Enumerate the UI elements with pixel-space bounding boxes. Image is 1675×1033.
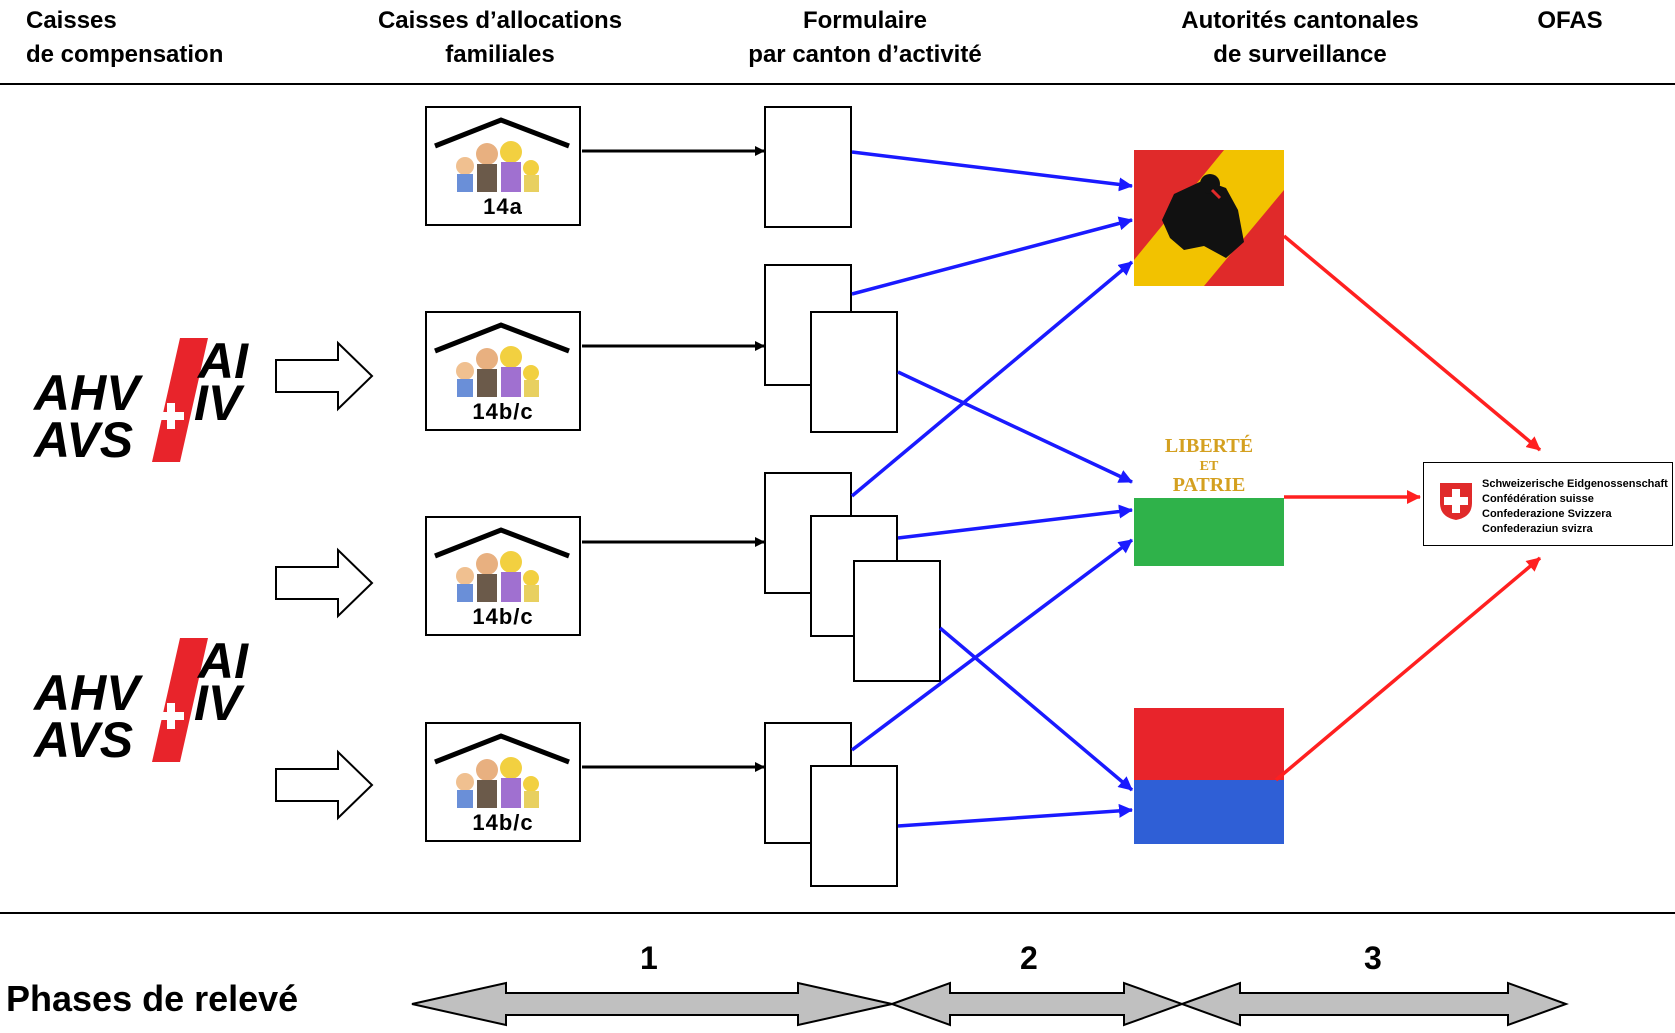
vaud-motto-line2: ET — [1200, 459, 1219, 474]
phase-arrow-1 — [411, 981, 893, 1027]
blue-arrow — [897, 504, 1133, 540]
header-col3-line2: par canton d’activité — [748, 41, 982, 68]
bern-flag — [1134, 150, 1284, 286]
header-caisses-allocations: Caisses d’allocations familiales — [350, 4, 650, 72]
ofas-line2: Confédération suisse — [1482, 493, 1594, 505]
ofas-line4: Confederaziun svizra — [1482, 523, 1593, 535]
form-document — [810, 765, 898, 887]
phases-title: Phases de relevé — [6, 978, 299, 1019]
header-col2-line1: Caisses d’allocations — [377, 7, 623, 34]
family-box-4: 14b/c — [425, 722, 581, 842]
family-box-label: 14a — [483, 194, 523, 219]
header-caisses-compensation: Caisses de compensation — [26, 4, 256, 72]
ofas-line1: Schweizerische Eidgenossenschaft — [1482, 478, 1668, 490]
header-col1-line1: Caisses — [26, 7, 117, 34]
header-formulaire: Formulaire par canton d’activité — [720, 4, 1010, 72]
family-house-icon — [434, 322, 570, 397]
vaud-motto-line1: LIBERTÉ — [1165, 434, 1253, 457]
blue-arrow — [851, 216, 1133, 296]
iv-text: IV — [194, 375, 245, 431]
avs-text: AVS — [32, 712, 133, 768]
vaud-motto-line3: PATRIE — [1173, 474, 1246, 496]
family-box-3: 14b/c — [425, 516, 581, 636]
iv-text: IV — [194, 675, 245, 731]
header-col5-line1: OFAS — [1537, 7, 1603, 34]
phase-number-3: 3 — [1364, 940, 1382, 976]
blue-arrow — [897, 370, 1133, 484]
blue-arrow — [897, 803, 1133, 828]
form-document — [853, 560, 941, 682]
phase-number-2: 2 — [1020, 940, 1038, 976]
ofas-confederation-logo: Schweizerische Eidgenossenschaft Confédé… — [1423, 462, 1673, 546]
header-col1-line2: de compensation — [26, 41, 224, 68]
header-col4-line2: de surveillance — [1213, 41, 1387, 68]
hollow-arrow — [275, 340, 374, 412]
family-house-icon — [434, 527, 570, 602]
hollow-arrow — [275, 547, 374, 619]
family-box-1: 14a — [425, 106, 581, 226]
hollow-arrow — [275, 749, 374, 821]
family-box-2: 14b/c — [425, 311, 581, 431]
form-document — [810, 311, 898, 433]
avs-text: AVS — [32, 412, 133, 468]
header-ofas: OFAS — [1520, 4, 1620, 38]
ahv-text: AHV — [32, 665, 143, 721]
family-house-icon — [434, 117, 570, 192]
family-box-label: 14b/c — [472, 399, 534, 424]
ahv-avs-logo-2: AHV AVS AI IV — [32, 633, 249, 768]
bottom-divider — [0, 912, 1675, 914]
header-col2-line2: familiales — [445, 41, 555, 68]
family-house-icon — [434, 733, 570, 808]
header-autorites: Autorités cantonales de surveillance — [1160, 4, 1440, 72]
red-arrow — [1274, 556, 1542, 782]
blue-arrow — [850, 538, 1134, 752]
phase-arrow-3 — [1179, 981, 1569, 1027]
form-document — [764, 106, 852, 228]
ofas-line3: Confederazione Svizzera — [1482, 508, 1612, 520]
header-col3-line1: Formulaire — [802, 7, 928, 34]
top-divider — [0, 83, 1675, 85]
blue-arrow — [850, 260, 1134, 498]
family-box-label: 14b/c — [472, 604, 534, 629]
swiss-cross-icon — [1440, 483, 1472, 520]
blue-arrow — [851, 150, 1133, 192]
phase-arrow-2 — [889, 981, 1185, 1027]
family-box-label: 14b/c — [472, 810, 534, 835]
header-col4-line1: Autorités cantonales — [1181, 7, 1419, 34]
ahv-text: AHV — [32, 365, 143, 421]
red-arrow — [1282, 234, 1542, 452]
blue-arrow — [938, 626, 1134, 792]
ai-text: AI — [196, 633, 249, 689]
ahv-avs-logo-1: AHV AVS AI IV — [32, 333, 249, 468]
vaud-flag: LIBERTÉ ET PATRIE — [1134, 430, 1284, 566]
ai-text: AI — [196, 333, 249, 389]
phase-number-1: 1 — [640, 940, 658, 976]
ticino-flag — [1134, 708, 1284, 844]
